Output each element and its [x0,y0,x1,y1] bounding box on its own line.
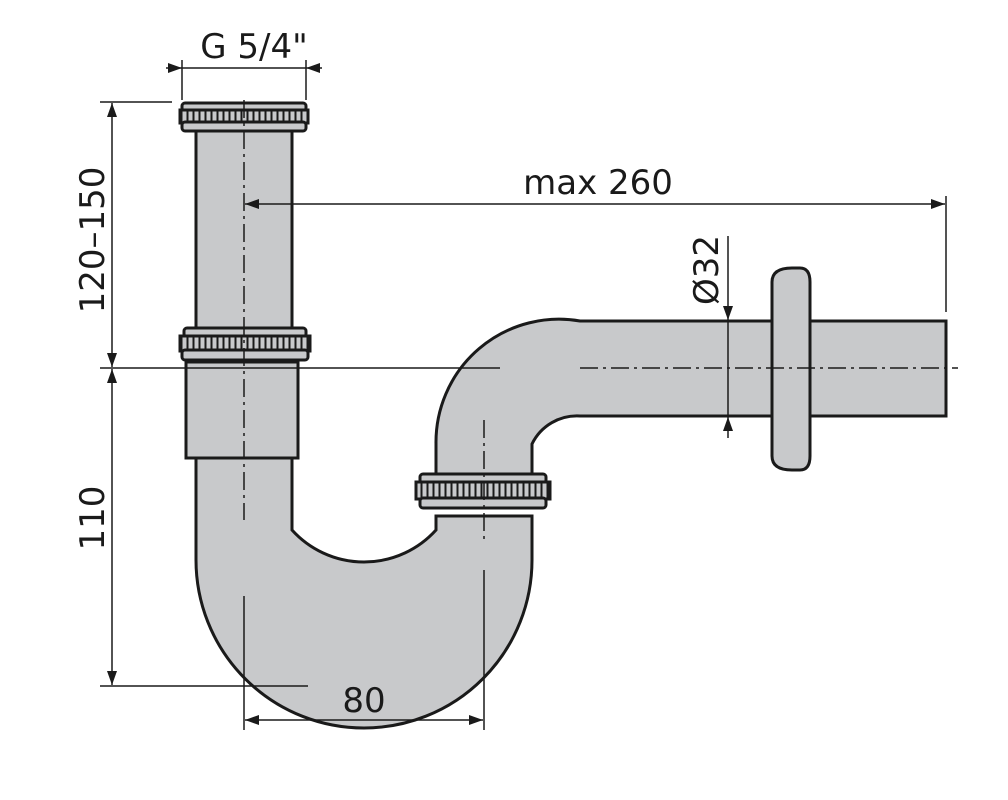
middle-nut [178,326,312,362]
center-lines [243,100,958,540]
offset-label: 80 [342,681,385,721]
u-bend [194,456,534,730]
extension-lines [100,60,947,730]
siphon-body [184,128,948,730]
height-range-label: 120–150 [73,167,113,314]
wall-rosette [770,266,812,472]
dimension-labels: G 5/4" max 260 Ø32 120–150 110 80 [73,27,727,721]
thread-size-label: G 5/4" [200,27,308,67]
u-bend-nut [414,472,552,510]
outlet-bend [434,317,777,478]
dimension-lines [107,63,945,725]
max-length-label: max 260 [523,163,673,203]
lower-sleeve [184,360,300,460]
lower-height-label: 110 [73,486,113,551]
diameter-label: Ø32 [687,235,727,305]
